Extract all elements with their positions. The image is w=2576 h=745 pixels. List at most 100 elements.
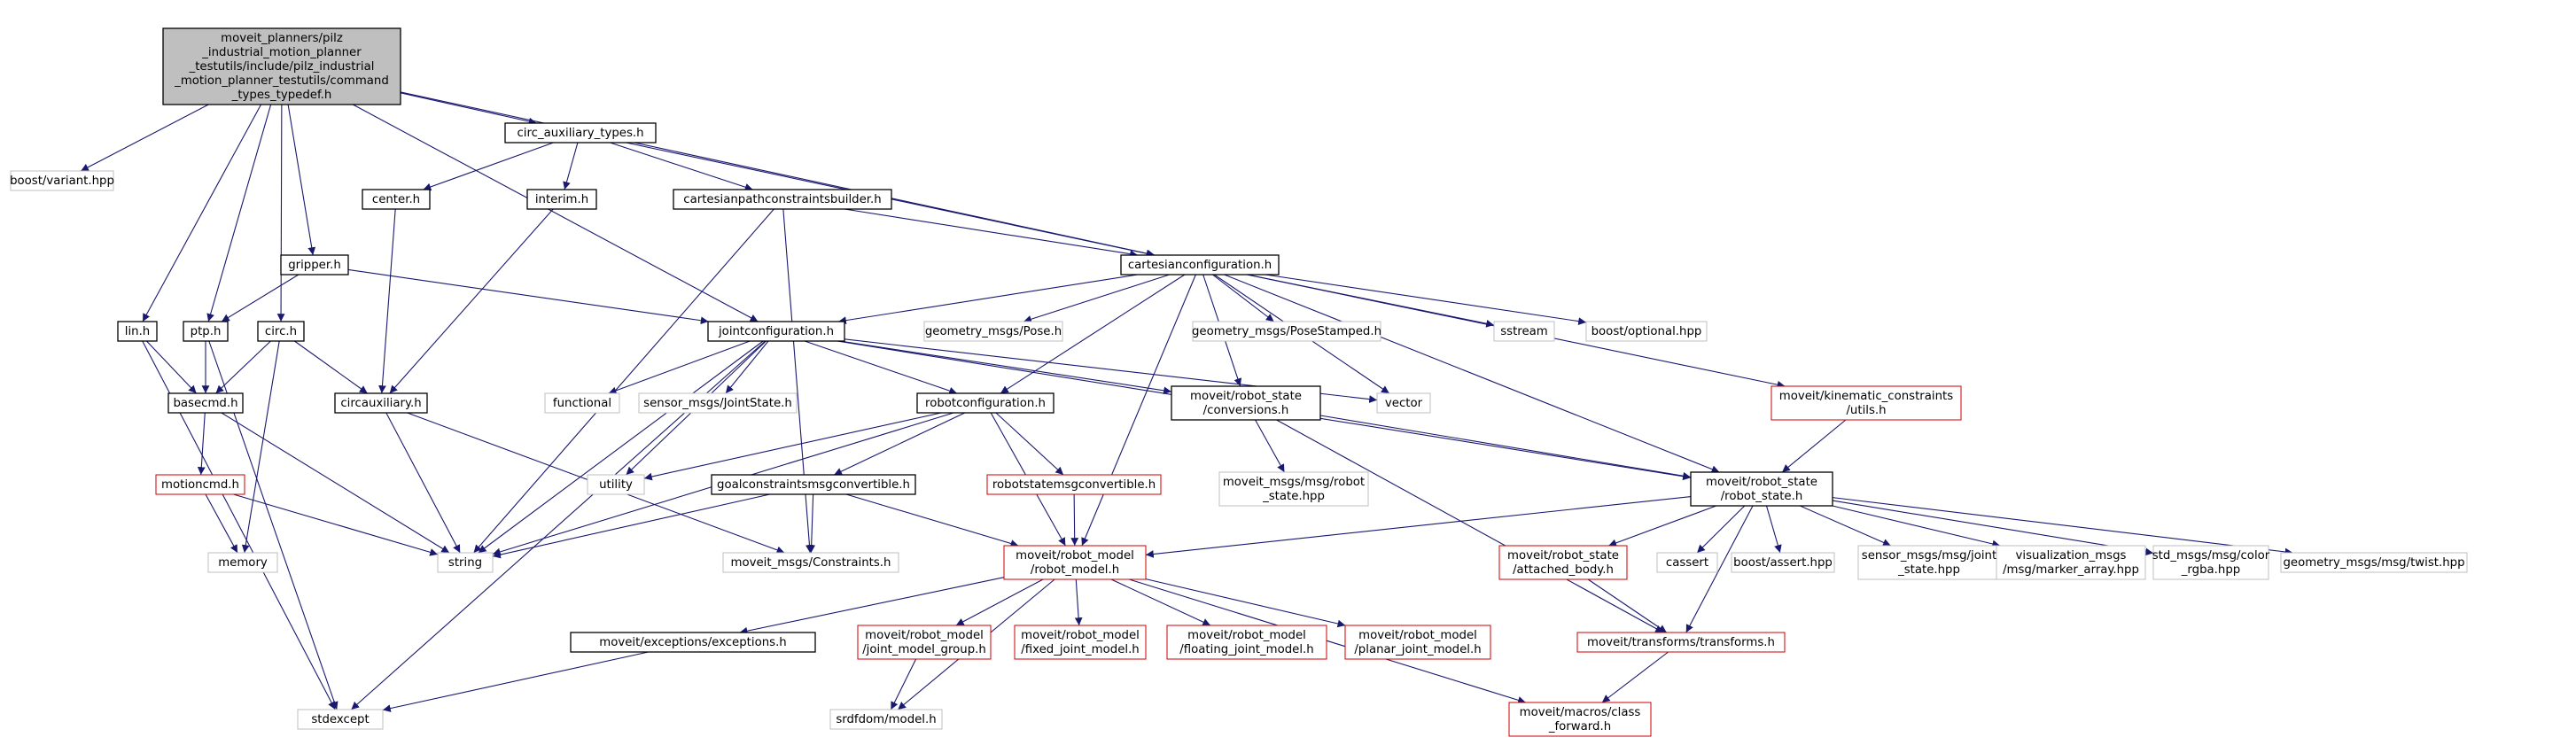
edge-robotconf-to-goalcmc xyxy=(833,412,966,476)
edge-center-to-circaux xyxy=(378,208,396,394)
node-label-line: /joint_model_group.h xyxy=(862,643,986,656)
node-label-line: /utils.h xyxy=(1846,404,1886,417)
edge-robotconf-to-utility xyxy=(643,412,942,481)
edge-circ-to-basecmd xyxy=(215,340,271,394)
node-boost-assert: boost/assert.hpp xyxy=(1731,552,1835,573)
node-label-line: memory xyxy=(218,556,268,570)
node-label-line: string xyxy=(448,556,482,570)
node-box xyxy=(183,321,229,342)
edge-basecmd-to-motioncmd xyxy=(197,412,206,476)
edge-rs-conv-to-msg-robot-state xyxy=(1255,419,1285,473)
node-basecmd[interactable]: basecmd.h xyxy=(167,392,244,414)
edge-goalcmc-to-string xyxy=(492,493,770,559)
node-circ[interactable]: circ.h xyxy=(257,321,305,342)
node-kin-utils[interactable]: moveit/kinematic_constraints/utils.h xyxy=(1771,385,1962,421)
node-cartconf[interactable]: cartesianconfiguration.h xyxy=(1120,254,1280,275)
node-box xyxy=(167,392,244,414)
node-memory: memory xyxy=(207,552,278,573)
node-box xyxy=(1996,545,2146,580)
node-geo-pose: geometry_msgs/Pose.h xyxy=(923,321,1063,342)
node-gripper[interactable]: gripper.h xyxy=(280,254,349,275)
node-label-line: utility xyxy=(599,478,633,492)
node-label-line: moveit/macros/class xyxy=(1520,706,1641,719)
node-box xyxy=(10,170,114,191)
edge-robot-state-to-cassert xyxy=(1696,505,1746,554)
node-srdf-model: srdfdom/model.h xyxy=(829,709,943,730)
node-box xyxy=(1344,625,1491,660)
node-floating-jm[interactable]: moveit/robot_model/floating_joint_model.… xyxy=(1166,625,1327,660)
node-center[interactable]: center.h xyxy=(362,189,431,210)
node-jmg[interactable]: moveit/robot_model/joint_model_group.h xyxy=(857,625,992,660)
node-label-line: cartesianconfiguration.h xyxy=(1128,259,1272,272)
edge-jointconf-to-sensor-js xyxy=(725,340,769,394)
node-root[interactable]: moveit_planners/pilz_industrial_motion_p… xyxy=(162,27,401,105)
edge-rs-conv-to-transforms xyxy=(1276,419,1664,633)
node-box xyxy=(923,321,1063,342)
node-box xyxy=(117,321,158,342)
node-constraints: moveit_msgs/Constraints.h xyxy=(722,552,899,573)
node-label-line: moveit/robot_state xyxy=(1507,549,1619,563)
edge-root-to-gripper xyxy=(287,104,316,256)
node-box xyxy=(155,474,245,495)
edge-lin-to-stdexcept xyxy=(142,340,336,710)
node-twist: geometry_msgs/msg/twist.hpp xyxy=(2280,552,2468,573)
node-cassert: cassert xyxy=(1656,552,1718,573)
node-exceptions[interactable]: moveit/exceptions/exceptions.h xyxy=(570,632,816,653)
edge-basecmd-to-string xyxy=(221,412,450,554)
edge-circ-aux-types-to-center xyxy=(423,142,554,191)
node-transforms[interactable]: moveit/transforms/transforms.h xyxy=(1576,632,1786,653)
node-lin[interactable]: lin.h xyxy=(117,321,158,342)
node-rs-conv[interactable]: moveit/robot_state/conversions.h xyxy=(1171,385,1321,421)
node-label-line: moveit/robot_model xyxy=(1358,629,1477,642)
node-label-line: moveit/transforms/transforms.h xyxy=(1587,636,1775,649)
node-label-line: _rgba.hpp xyxy=(2181,563,2240,577)
node-boost-opt: boost/optional.hpp xyxy=(1585,321,1708,342)
edge-robot-state-to-sensor-js-hpp xyxy=(1800,505,1891,547)
node-circaux[interactable]: circauxiliary.h xyxy=(334,392,428,414)
node-box xyxy=(280,254,349,275)
node-box xyxy=(587,474,645,495)
node-robot-model[interactable]: moveit/robot_model/robot_model.h xyxy=(1003,545,1147,580)
node-goalcmc[interactable]: goalconstraintsmsgconvertible.h xyxy=(711,474,916,495)
node-box xyxy=(504,122,657,144)
node-fixed-jm[interactable]: moveit/robot_model/fixed_joint_model.h xyxy=(1014,625,1147,660)
node-box xyxy=(1171,385,1321,421)
node-label-line: geometry_msgs/Pose.h xyxy=(925,325,1062,338)
edge-jointconf-to-string xyxy=(478,340,764,554)
node-robot-state[interactable]: moveit/robot_state/robot_state.h xyxy=(1690,471,1833,507)
node-rsmc[interactable]: robotstatemsgconvertible.h xyxy=(986,474,1162,495)
node-box xyxy=(857,625,992,660)
node-attached-body[interactable]: moveit/robot_state/attached_body.h xyxy=(1498,545,1628,580)
node-utility: utility xyxy=(587,474,645,495)
node-box xyxy=(2280,552,2468,573)
node-motioncmd[interactable]: motioncmd.h xyxy=(155,474,245,495)
node-ptp[interactable]: ptp.h xyxy=(183,321,229,342)
node-box xyxy=(1771,385,1962,421)
node-label-line: sstream xyxy=(1500,325,1548,338)
node-label-line: interim.h xyxy=(535,193,588,206)
node-label-line: /attached_body.h xyxy=(1513,563,1614,577)
node-label-line: cartesianpathconstraintsbuilder.h xyxy=(683,193,881,206)
node-label-line: geometry_msgs/msg/twist.hpp xyxy=(2283,556,2464,570)
node-box xyxy=(1690,471,1833,507)
node-class-forward[interactable]: moveit/macros/class_forward.h xyxy=(1508,702,1652,737)
node-label-line: goalconstraintsmsgconvertible.h xyxy=(717,478,910,492)
node-robotconf[interactable]: robotconfiguration.h xyxy=(916,392,1055,414)
node-label-line: _types_typedef.h xyxy=(231,89,332,102)
edge-goalcmc-to-robot-model xyxy=(845,493,1019,547)
node-jointconf[interactable]: jointconfiguration.h xyxy=(707,321,845,342)
node-box xyxy=(207,552,278,573)
node-label-line: /robot_model.h xyxy=(1031,563,1119,577)
node-label-line: gripper.h xyxy=(288,259,341,272)
edge-exceptions-to-stdexcept xyxy=(382,651,649,712)
edge-robot-model-to-jmg xyxy=(955,578,1044,626)
edge-gripper-to-jointconf xyxy=(347,268,709,325)
node-cartpathcb[interactable]: cartesianpathconstraintsbuilder.h xyxy=(673,189,892,210)
node-circ-aux-types[interactable]: circ_auxiliary_types.h xyxy=(504,122,657,144)
node-box xyxy=(722,552,899,573)
node-label-line: functional xyxy=(553,397,611,410)
node-planar-jm[interactable]: moveit/robot_model/planar_joint_model.h xyxy=(1344,625,1491,660)
node-interim[interactable]: interim.h xyxy=(526,189,597,210)
node-box xyxy=(829,709,943,730)
